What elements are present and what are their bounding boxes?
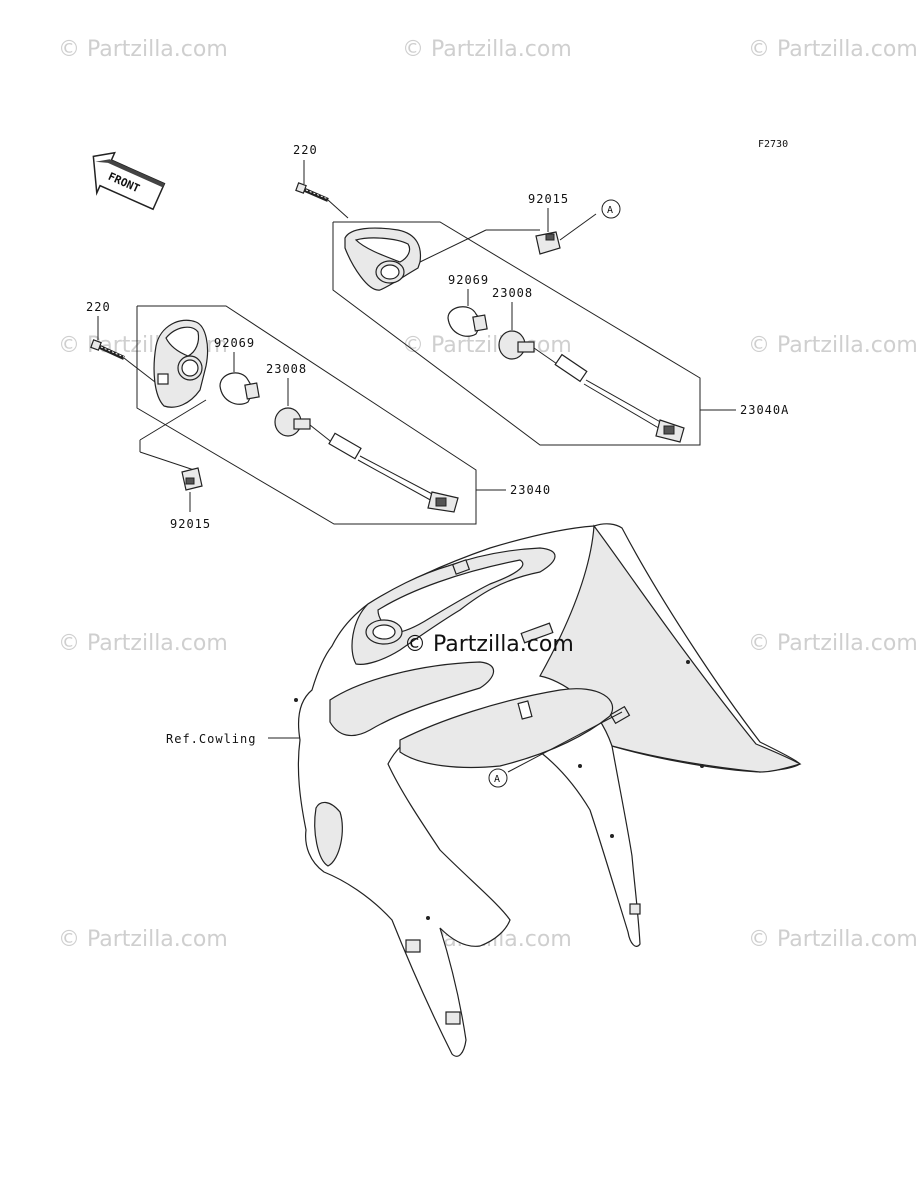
center-watermark: © Partzilla.com — [404, 632, 574, 657]
speed-nut-clip-upper — [535, 231, 561, 255]
speed-nut-clip-lower — [181, 467, 203, 491]
leader-line — [139, 399, 207, 441]
part-number-92015-lower: 92015 — [170, 517, 211, 531]
leader-line — [559, 213, 597, 241]
part-number-23008-lower: 23008 — [266, 362, 307, 376]
bolt-upper — [295, 182, 329, 202]
socket-harness-lower — [274, 407, 459, 513]
part-number-92015-upper: 92015 — [528, 192, 569, 206]
part-number-23008-upper: 23008 — [492, 286, 533, 300]
callout-a-lower: A — [488, 768, 508, 788]
leader-line — [139, 451, 195, 471]
front-cowling — [294, 523, 802, 1057]
part-number-23040A: 23040A — [740, 403, 789, 417]
lens-housing-upper — [344, 227, 422, 291]
lens-housing-lower — [153, 319, 209, 408]
callout-letter: A — [607, 205, 613, 216]
leader-line — [419, 229, 487, 263]
figure-code: F2730 — [758, 139, 788, 150]
callout-a-upper: A — [601, 199, 621, 219]
watermark: © Partzilla.com — [58, 631, 228, 656]
watermark: © Partzilla.com — [58, 927, 228, 952]
bolt-lower — [90, 339, 125, 360]
leader-line — [507, 711, 623, 773]
watermark: © Partzilla.com — [402, 37, 572, 62]
assembly-bracket-upper — [332, 221, 701, 446]
part-number-92069-upper: 92069 — [448, 273, 489, 287]
assembly-bracket-lower — [136, 305, 477, 525]
watermark: © Partzilla.com — [748, 37, 917, 62]
lower-turn-signal-assembly: 23040 220 92015 92069 — [86, 300, 551, 531]
upper-turn-signal-assembly: 23040A 220 92015 A — [293, 143, 789, 446]
watermark-grid: © Partzilla.com © Partzilla.com © Partzi… — [58, 37, 917, 952]
socket-harness-upper — [498, 330, 685, 443]
ref-cowling-label: Ref.Cowling — [166, 732, 256, 746]
leader-line — [123, 357, 156, 383]
part-number-23040: 23040 — [510, 483, 551, 497]
leader-line — [327, 199, 349, 219]
part-number-220-upper: 220 — [293, 143, 318, 157]
watermark: © Partzilla.com — [58, 37, 228, 62]
callout-letter: A — [494, 774, 500, 785]
watermark: © Partzilla.com — [402, 333, 572, 358]
watermark: © Partzilla.com — [748, 333, 917, 358]
part-number-92069-lower: 92069 — [214, 336, 255, 350]
watermark: © Partzilla.com — [748, 631, 917, 656]
bulb-upper — [447, 306, 488, 337]
watermark: © Partzilla.com — [748, 927, 917, 952]
bulb-lower — [219, 372, 260, 405]
front-arrow: FRONT — [92, 151, 166, 211]
part-number-220-lower: 220 — [86, 300, 111, 314]
